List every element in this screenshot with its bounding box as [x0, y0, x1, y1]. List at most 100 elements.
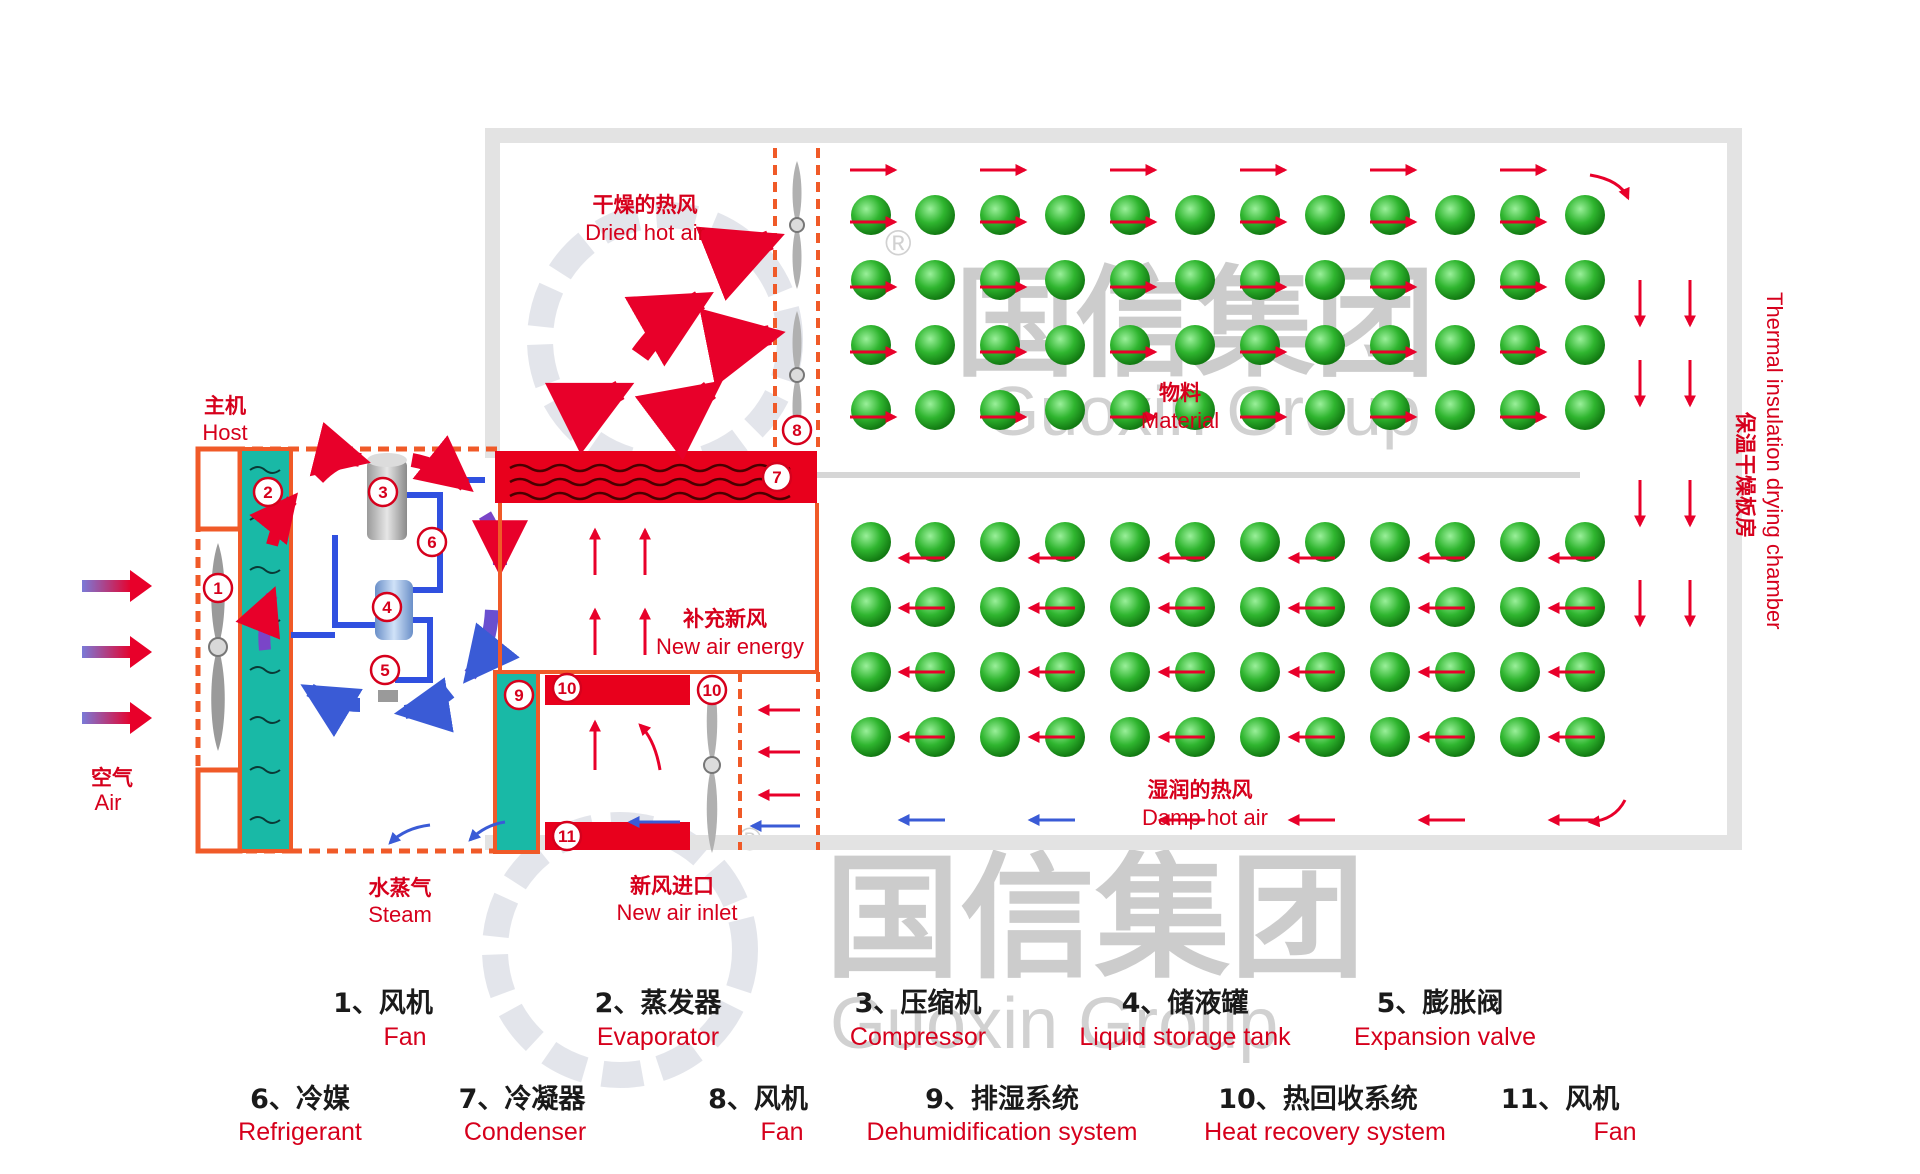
material-ball-1-3 [1045, 260, 1085, 300]
material-ball-0-6 [1240, 195, 1280, 235]
svg-text:6: 6 [427, 533, 436, 552]
svg-text:10、热回收系统: 10、热回收系统 [1218, 1083, 1418, 1115]
material-ball-4-7 [1305, 522, 1345, 562]
material-ball-0-10 [1500, 195, 1540, 235]
inlet-air-arrows [82, 570, 152, 734]
material-ball-0-0 [851, 195, 891, 235]
svg-text:1: 1 [213, 579, 222, 598]
legend: 1、风机 Fan 2、蒸发器 Evaporator 3、压缩机 Compress… [238, 987, 1636, 1146]
legend-item-6: 6、冷媒 Refrigerant [238, 1083, 362, 1146]
material-ball-3-2 [980, 390, 1020, 430]
svg-text:Refrigerant: Refrigerant [238, 1118, 362, 1146]
label-material-zh: 物料 [1159, 381, 1201, 405]
svg-text:9、排湿系统: 9、排湿系统 [925, 1083, 1079, 1115]
fan-8-lower [789, 311, 805, 439]
marker-11-lower: 11 [551, 820, 583, 852]
material-ball-0-1 [915, 195, 955, 235]
svg-text:11: 11 [558, 827, 576, 846]
material-ball-0-4 [1110, 195, 1150, 235]
label-host-en: Host [202, 420, 247, 445]
svg-text:11、风机: 11、风机 [1501, 1084, 1620, 1115]
material-ball-1-11 [1565, 260, 1605, 300]
material-ball-2-3 [1045, 325, 1085, 365]
marker-3: 3 [367, 476, 399, 508]
svg-text:6、冷媒: 6、冷媒 [250, 1083, 351, 1115]
material-ball-2-11 [1565, 325, 1605, 365]
material-ball-4-5 [1175, 522, 1215, 562]
svg-text:Evaporator: Evaporator [597, 1023, 719, 1051]
material-ball-1-2 [980, 260, 1020, 300]
material-ball-1-8 [1370, 260, 1410, 300]
svg-text:Fan: Fan [383, 1023, 426, 1051]
label-air-zh: 空气 [91, 766, 133, 790]
svg-text:Condenser: Condenser [464, 1118, 586, 1146]
material-ball-5-8 [1370, 587, 1410, 627]
material-ball-2-9 [1435, 325, 1475, 365]
material-ball-4-10 [1500, 522, 1540, 562]
watermark-lower: 国信集团 Guoxin Group ® [482, 812, 1365, 1088]
material-ball-7-6 [1240, 717, 1280, 757]
label-dried-hot-air-zh: 干燥的热风 [593, 193, 698, 217]
legend-item-8: 8、风机 Fan [708, 1084, 808, 1146]
material-ball-6-4 [1110, 652, 1150, 692]
svg-text:Expansion valve: Expansion valve [1354, 1023, 1536, 1051]
watermark-en-lower: Guoxin Group [830, 984, 1278, 1064]
label-chamber-en: Thermal insulation drying chamber [1762, 292, 1787, 630]
watermark-zh-lower: 国信集团 [825, 840, 1365, 997]
material-ball-0-11 [1565, 195, 1605, 235]
marker-5: 5 [369, 654, 401, 686]
material-ball-3-0 [851, 390, 891, 430]
material-ball-3-3 [1045, 390, 1085, 430]
legend-item-2: 2、蒸发器 Evaporator [595, 987, 723, 1051]
material-ball-5-2 [980, 587, 1020, 627]
material-ball-0-3 [1045, 195, 1085, 235]
material-ball-6-8 [1370, 652, 1410, 692]
material-ball-2-0 [851, 325, 891, 365]
material-ball-1-7 [1305, 260, 1345, 300]
svg-text:7: 7 [772, 468, 781, 487]
svg-text:8: 8 [792, 421, 801, 440]
label-material-en: Material [1141, 408, 1219, 433]
material-ball-4-1 [915, 522, 955, 562]
material-ball-0-5 [1175, 195, 1215, 235]
marker-2: 2 [252, 476, 284, 508]
svg-text:3: 3 [378, 483, 387, 502]
label-new-air-energy-zh: 补充新风 [682, 607, 767, 631]
svg-text:Compressor: Compressor [850, 1023, 986, 1051]
svg-text:5: 5 [380, 661, 389, 680]
material-ball-2-7 [1305, 325, 1345, 365]
svg-text:4: 4 [382, 598, 392, 617]
label-steam-en: Steam [368, 902, 432, 927]
label-damp-hot-air-zh: 湿润的热风 [1148, 778, 1253, 802]
marker-7: 7 [761, 461, 793, 493]
svg-text:Liquid storage tank: Liquid storage tank [1079, 1023, 1291, 1051]
flow-turn-bottom [1587, 799, 1627, 828]
material-ball-4-8 [1370, 522, 1410, 562]
diagram-labels: 干燥的热风 Dried hot air 主机 Host 物料 Material … [91, 193, 1787, 927]
drying-chamber [485, 128, 1742, 850]
material-ball-0-2 [980, 195, 1020, 235]
material-ball-7-2 [980, 717, 1020, 757]
material-ball-6-0 [851, 652, 891, 692]
watermark-mark-upper: ® [885, 222, 912, 263]
material-ball-3-10 [1500, 390, 1540, 430]
material-ball-5-0 [851, 587, 891, 627]
material-ball-7-0 [851, 717, 891, 757]
label-host-zh: 主机 [204, 394, 246, 418]
fan-11 [703, 677, 721, 853]
marker-10: 10 [696, 674, 728, 706]
material-ball-4-4 [1110, 522, 1150, 562]
legend-item-5: 5、膨胀阀 Expansion valve [1354, 988, 1536, 1051]
material-ball-3-6 [1240, 390, 1280, 430]
fan-1 [208, 543, 228, 751]
label-damp-hot-air-en: Damp hot air [1142, 805, 1268, 830]
legend-item-3: 3、压缩机 Compressor [850, 987, 986, 1051]
legend-item-10: 10、热回收系统 Heat recovery system [1204, 1083, 1446, 1146]
svg-text:Heat recovery system: Heat recovery system [1204, 1118, 1446, 1146]
marker-4: 4 [371, 591, 403, 623]
label-chamber-zh: 保温干燥板房 [1733, 411, 1757, 538]
svg-text:7、冷凝器: 7、冷凝器 [459, 1084, 587, 1115]
svg-text:5、膨胀阀: 5、膨胀阀 [1377, 988, 1504, 1019]
material-ball-3-1 [915, 390, 955, 430]
